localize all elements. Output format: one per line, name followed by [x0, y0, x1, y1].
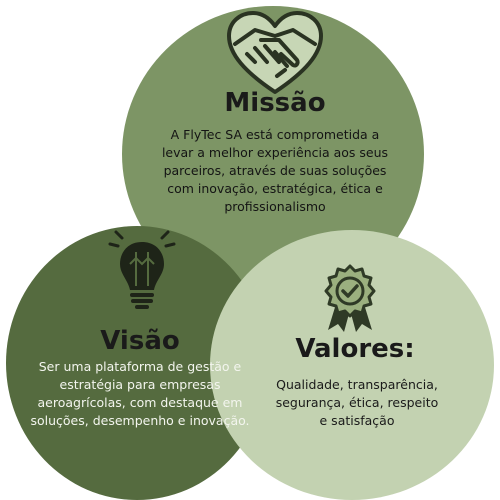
values-title: Valores: [295, 334, 415, 364]
mission-title: Missão [224, 88, 326, 118]
vision-title: Visão [100, 326, 180, 356]
vision-text: Ser uma plataforma de gestão e estratégi… [30, 359, 250, 428]
award-badge-icon [324, 264, 376, 332]
lightbulb-icon [108, 230, 176, 309]
handshake-heart-icon [227, 11, 323, 94]
values-text: Qualidade, transparência, segurança, éti… [275, 377, 439, 428]
mission-text: A FlyTec SA está comprometida a levar a … [161, 127, 389, 214]
